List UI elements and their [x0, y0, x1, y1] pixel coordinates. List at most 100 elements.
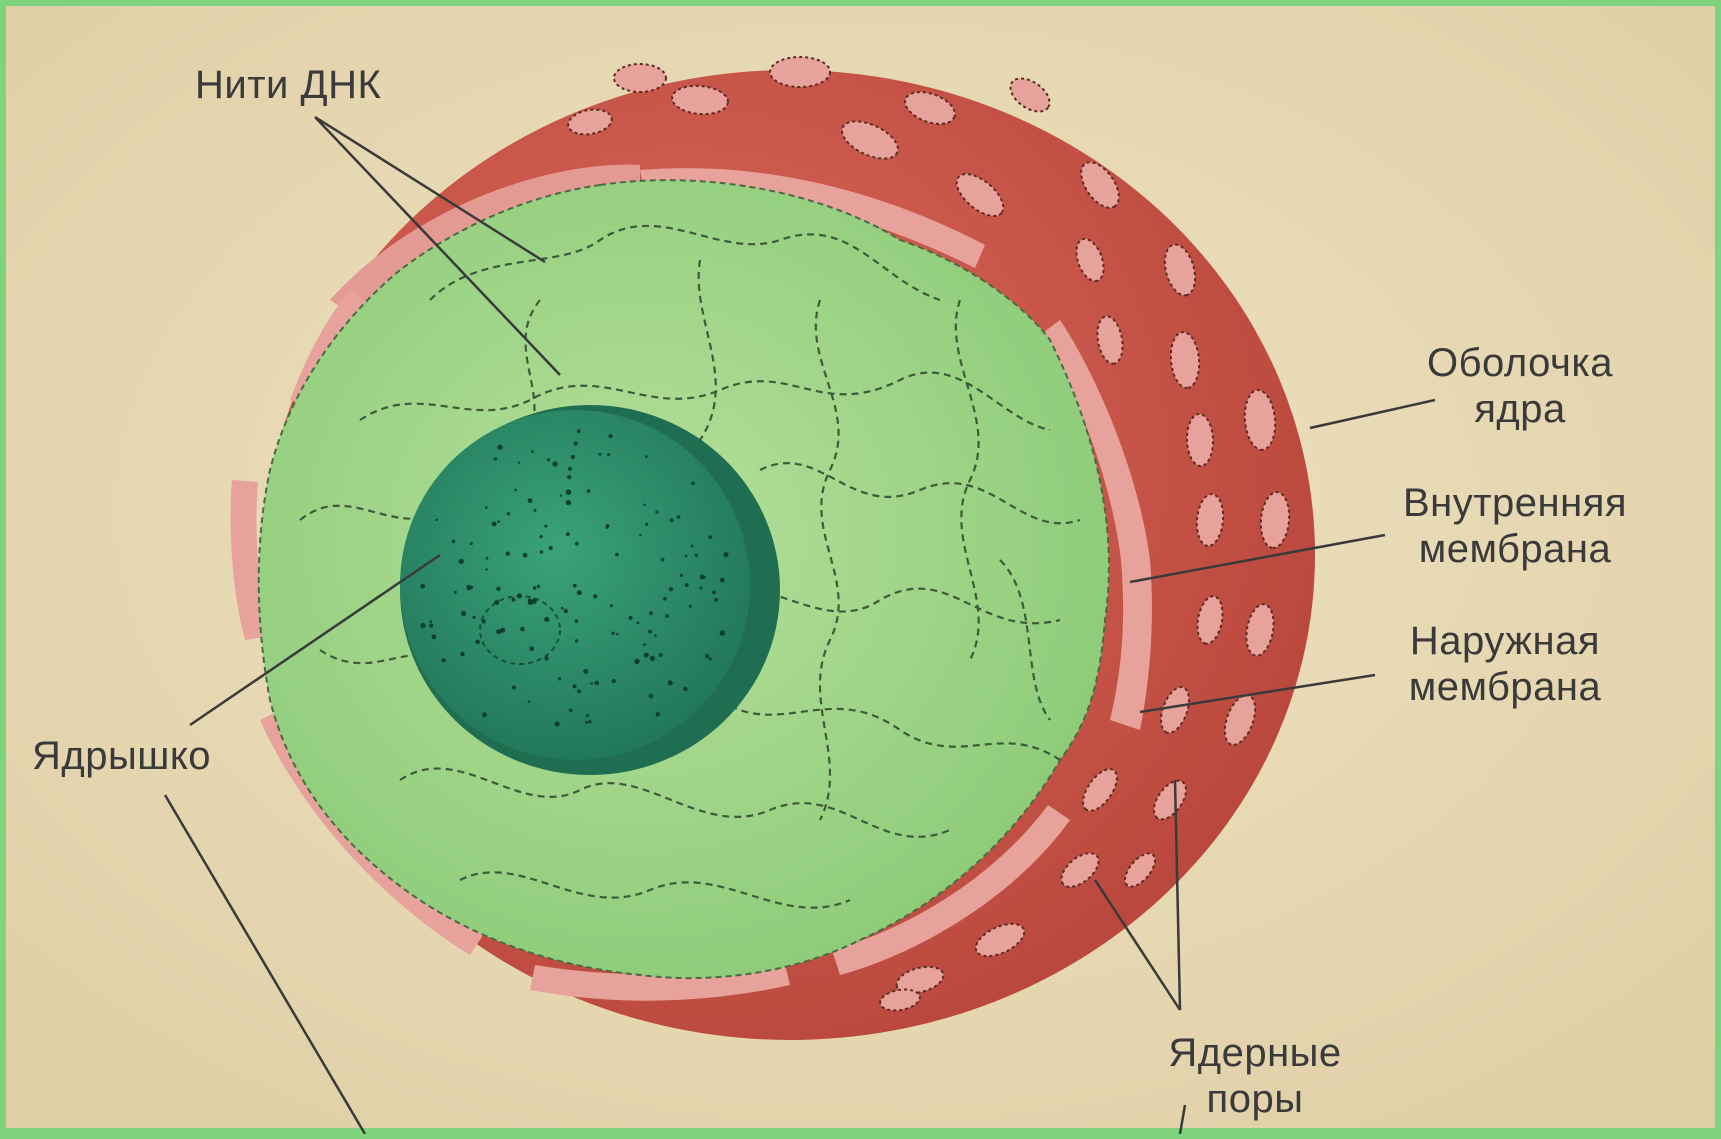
- nucleolus-speckle: [472, 616, 475, 619]
- nucleolus-speckle: [695, 554, 698, 557]
- nucleolus-speckle: [590, 682, 593, 685]
- nucleolus-speckle: [685, 555, 688, 558]
- nucleolus-speckle: [577, 429, 581, 433]
- nucleolus-speckle: [560, 494, 562, 496]
- nucleolus-speckle: [577, 689, 581, 693]
- nucleolus-speckle: [629, 616, 633, 620]
- nucleolus-speckle: [520, 627, 525, 632]
- nucleolus-speckle: [659, 653, 663, 657]
- nucleolus-speckle: [466, 585, 470, 589]
- nucleolus-speckle: [564, 609, 568, 613]
- nucleolus-speckle: [454, 591, 457, 594]
- label-nuclear-pores: Ядерные поры: [1140, 1030, 1370, 1122]
- nucleolus-speckle: [639, 534, 641, 536]
- nucleolus-speckle: [714, 598, 718, 602]
- nucleolus-speckle: [566, 532, 570, 536]
- label-inner-line2: мембрана: [1380, 526, 1650, 572]
- nucleolus-speckle: [649, 611, 653, 615]
- nucleolus-speckle: [669, 587, 673, 591]
- label-nuclear-envelope: Оболочка ядра: [1415, 340, 1625, 432]
- nucleolus-speckle: [432, 634, 437, 639]
- nucleolus-speckle: [654, 634, 657, 637]
- nucleolus-speckle: [577, 590, 582, 595]
- nucleolus-speckle: [723, 552, 728, 557]
- nucleolus-speckle: [459, 559, 464, 564]
- nucleolus-speckle: [485, 506, 488, 509]
- nucleolus-speckle: [575, 542, 579, 546]
- nucleolus-speckle: [573, 584, 577, 588]
- nucleolus-speckle: [634, 659, 639, 664]
- nucleolus-speckle: [585, 721, 588, 724]
- nucleolus-speckle: [712, 591, 716, 595]
- label-pores-line2: поры: [1140, 1076, 1370, 1122]
- label-inner-membrane: Внутренняя мембрана: [1380, 480, 1650, 572]
- nucleolus-speckle: [665, 614, 669, 618]
- label-outer-membrane: Наружная мембрана: [1385, 618, 1625, 710]
- nucleolus-speckle: [587, 489, 591, 493]
- nucleolus-speckle: [494, 600, 499, 605]
- label-inner-line1: Внутренняя: [1380, 480, 1650, 526]
- nucleolus-speckle: [571, 455, 575, 459]
- nucleolus-speckle: [531, 598, 537, 604]
- nucleolus-speckle: [643, 643, 646, 646]
- nucleolus-speckle: [573, 684, 577, 688]
- nucleolus-speckle: [644, 653, 649, 658]
- nucleolus-speckle: [610, 604, 613, 607]
- nucleolus-speckle: [549, 546, 553, 550]
- nucleolus-speckle: [567, 475, 571, 479]
- label-outer-line2: мембрана: [1385, 664, 1625, 710]
- nucleolus-speckle: [703, 576, 706, 579]
- nucleolus-speckle: [533, 586, 537, 590]
- nucleolus-speckle: [720, 630, 726, 636]
- nucleolus-speckle: [512, 685, 516, 689]
- nucleolus-speckle: [683, 687, 688, 692]
- nucleolus-speckle: [555, 721, 560, 726]
- nucleolus-speckle: [482, 712, 487, 717]
- nucleolus-speckle: [497, 520, 500, 523]
- nucleolus-speckle: [643, 504, 646, 507]
- nucleolus-speckle: [531, 450, 534, 453]
- nucleolus-speckle: [691, 545, 694, 548]
- nucleolus-speckle: [482, 619, 486, 623]
- nucleolus-speckle: [691, 482, 695, 486]
- nucleolus-speckle: [529, 646, 534, 651]
- label-pores-line1: Ядерные: [1140, 1030, 1370, 1076]
- nucleolus-speckle: [637, 621, 640, 624]
- nucleolus-speckle: [566, 490, 571, 495]
- nucleolus-speckle: [705, 654, 709, 658]
- nucleolus-speckle: [545, 657, 549, 661]
- label-envelope-line2: ядра: [1415, 386, 1625, 432]
- nucleolus-speckle: [552, 461, 557, 466]
- nucleolus-speckle: [452, 540, 456, 544]
- label-envelope-line1: Оболочка: [1415, 340, 1625, 386]
- nucleolus-speckle: [708, 535, 712, 539]
- nucleolus-speckle: [656, 712, 660, 716]
- nucleolus-speckle: [547, 458, 550, 461]
- nucleolus-speckle: [593, 594, 597, 598]
- nucleolus-speckle: [514, 489, 517, 492]
- nucleolus-speckle: [595, 681, 600, 686]
- nucleolus-speckle: [568, 467, 572, 471]
- nucleolus-speckle: [544, 617, 549, 622]
- nucleolus-speckle: [616, 633, 618, 635]
- nucleolus-speckle: [558, 677, 561, 680]
- nucleolus-speckle: [429, 620, 432, 623]
- nucleolus-speckle: [588, 720, 591, 723]
- nucleolus-speckle: [575, 619, 579, 623]
- nucleolus-speckle: [475, 640, 480, 645]
- nucleolus-speckle: [583, 669, 588, 674]
- nucleolus-speckle: [460, 652, 464, 656]
- nucleolus-speckle: [517, 593, 522, 598]
- nucleolus-speckle: [677, 515, 681, 519]
- nucleolus-speckle: [569, 709, 573, 713]
- nucleolus-speckle: [494, 457, 497, 460]
- nucleolus-speckle: [700, 587, 703, 590]
- nucleolus-speckle: [537, 585, 540, 588]
- nucleolus-speckle: [496, 587, 500, 591]
- nucleolus-speckle: [534, 509, 537, 512]
- nucleolus-speckle: [506, 552, 510, 556]
- nucleolus-speckle: [648, 630, 652, 634]
- nucleolus-speckle: [670, 518, 674, 522]
- nucleolus-speckle: [645, 523, 648, 526]
